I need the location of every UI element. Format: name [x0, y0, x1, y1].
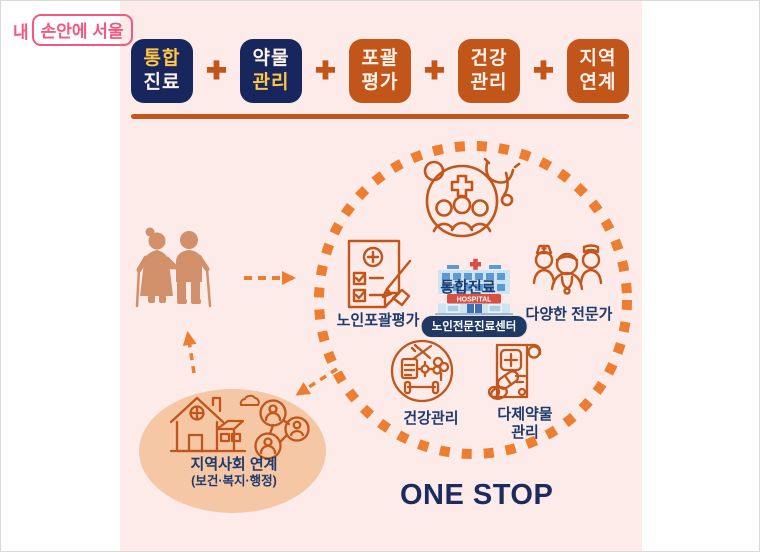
label-line: 다제약물: [497, 406, 553, 423]
logo-boxed-text: 손안에 서울: [31, 14, 133, 46]
plus-icon: ✚: [206, 57, 227, 85]
service-formula-row: 통합 진료 ✚ 약물 관리 ✚ 포괄 평가 ✚ 건강 관리 ✚ 지역 연계: [131, 39, 629, 103]
logo-prefix: 내: [13, 22, 29, 42]
plus-icon: ✚: [533, 57, 554, 85]
plus-icon: ✚: [315, 57, 336, 85]
box-line: 지역: [579, 48, 617, 69]
one-stop-text: ONE STOP: [400, 479, 554, 511]
box-line: 관리: [252, 72, 290, 93]
seoul-logo: 내 손안에 서울: [13, 14, 133, 46]
box-line: 약물: [252, 48, 290, 69]
box-line: 건강: [470, 48, 508, 69]
label-polypharmacy-mgmt: 다제약물 관리: [497, 406, 552, 442]
label-health-mgmt: 건강관리: [403, 410, 459, 427]
box-line: 진료: [143, 72, 181, 93]
label-comprehensive-assessment: 노인포괄평가: [336, 312, 420, 329]
label-integrated-care: 통합진료: [440, 279, 496, 296]
box-health-mgmt: 건강 관리: [458, 39, 520, 103]
community-title: 지역사회 연계: [190, 456, 278, 473]
label-various-experts: 다양한 전문가: [525, 306, 613, 323]
box-comprehensive-assessment: 포괄 평가: [349, 39, 411, 103]
plus-icon: ✚: [424, 57, 445, 85]
box-medication-mgmt: 약물 관리: [240, 39, 302, 103]
box-line: 연계: [579, 72, 617, 93]
community-oval: [139, 389, 326, 513]
box-line: 포괄: [361, 48, 399, 69]
center-badge: 노인전문진료센터: [420, 315, 528, 338]
box-line: 관리: [470, 72, 508, 93]
label-line: 관리: [511, 424, 539, 441]
community-subtitle: (보건·복지·행정): [191, 474, 277, 488]
box-line: 통합: [143, 48, 181, 69]
box-integrated-care: 통합 진료: [131, 39, 193, 103]
box-line: 평가: [361, 72, 399, 93]
box-community-linkage: 지역 연계: [567, 39, 629, 103]
divider-line: [131, 114, 629, 119]
